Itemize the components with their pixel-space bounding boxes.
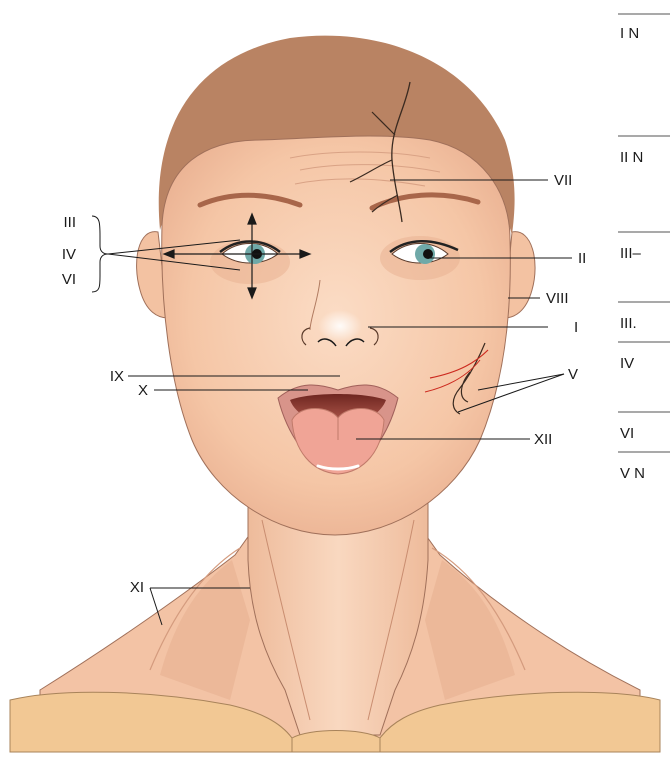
label-VII: VII (554, 172, 572, 189)
label-III: III (63, 214, 76, 231)
label-X: X (138, 382, 148, 399)
side-row-7: V N (620, 465, 645, 482)
label-XI: XI (130, 579, 144, 596)
label-IV: IV (62, 246, 76, 263)
label-II: II (578, 250, 586, 267)
side-row-1: I N (620, 25, 639, 42)
label-V: V (568, 366, 578, 383)
side-row-4: III. (620, 315, 637, 332)
side-panel: I N II N III– III. IV VI V N (618, 14, 670, 482)
label-XII: XII (534, 431, 552, 448)
label-VI: VI (62, 271, 76, 288)
cn-brace (92, 216, 108, 292)
label-IX: IX (110, 368, 124, 385)
label-I: I (574, 319, 578, 336)
side-row-2: II N (620, 149, 643, 166)
side-row-3: III– (620, 245, 642, 262)
label-VIII: VIII (546, 290, 569, 307)
side-row-6: VI (620, 425, 634, 442)
side-row-5: IV (620, 355, 634, 372)
